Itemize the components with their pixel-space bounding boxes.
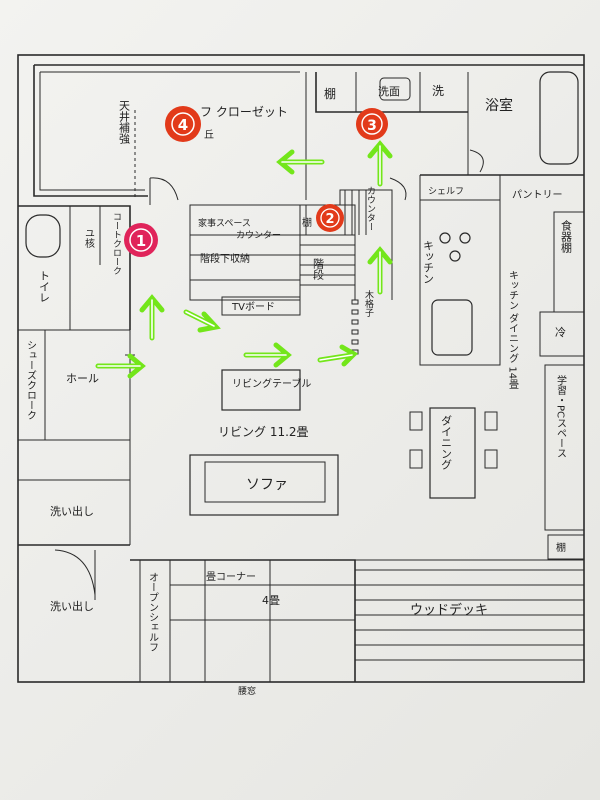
label-dining: ダイニング bbox=[440, 415, 453, 470]
label-chores: 家事スペース bbox=[198, 217, 251, 229]
label-kitchen: キッチン bbox=[422, 240, 435, 284]
label-wash-2: 洗い出し bbox=[50, 599, 94, 613]
label-shelf-kitchen: シェルフ bbox=[428, 187, 464, 197]
label-living-table: リビングテーブル bbox=[232, 377, 311, 390]
label-washbasin: 洗面 bbox=[378, 85, 400, 98]
arrow-up-washroom bbox=[367, 140, 393, 187]
label-tv: TVボード bbox=[231, 301, 275, 313]
label-hall: ホール bbox=[66, 372, 99, 385]
stairs-block bbox=[189, 189, 393, 316]
marker-3: 3 bbox=[356, 108, 388, 140]
label-lattice: 木格子 bbox=[363, 289, 374, 317]
label-chores-counter: カウンター bbox=[236, 230, 281, 241]
label-stairs: 階段 bbox=[312, 257, 325, 281]
label-note-kou: 丘 bbox=[204, 129, 214, 141]
route-arrows bbox=[95, 140, 393, 379]
label-coat: コートクローク bbox=[111, 212, 121, 275]
arrow-lattice-right bbox=[317, 344, 359, 367]
dining-table bbox=[409, 407, 498, 499]
label-wash-1: 洗い出し bbox=[50, 504, 94, 518]
label-window: 腰窓 bbox=[238, 685, 256, 697]
kitchen-block bbox=[419, 199, 585, 560]
label-sofa: ソファ bbox=[246, 477, 288, 493]
label-fridge: 冷 bbox=[555, 326, 566, 339]
marker-1: 1 bbox=[124, 223, 158, 257]
arrow-hall-right bbox=[95, 353, 146, 379]
label-study: 学習・PCスペース bbox=[555, 374, 567, 458]
label-tatami-corner: 畳コーナー bbox=[206, 571, 256, 583]
arrow-up-to-coat bbox=[139, 294, 165, 341]
left-rooms bbox=[18, 205, 135, 600]
label-bath: 浴室 bbox=[485, 97, 513, 114]
svg-text:2: 2 bbox=[325, 212, 334, 227]
label-kd: キッチン ダイニング 14畳 bbox=[507, 270, 519, 389]
label-under-stairs: 階段下収納 bbox=[200, 252, 250, 265]
label-dishes: 食器棚 bbox=[560, 219, 573, 254]
svg-text:3: 3 bbox=[367, 118, 377, 134]
svg-text:1: 1 bbox=[136, 232, 146, 250]
label-shelf-low: 棚 bbox=[556, 541, 566, 554]
label-counter: カウンター bbox=[365, 186, 376, 231]
bottom-rooms bbox=[130, 559, 584, 683]
label-shelf-mid: 棚 bbox=[302, 216, 312, 229]
label-wood-deck: ウッドデッキ bbox=[410, 602, 488, 618]
svg-text:4: 4 bbox=[178, 116, 188, 134]
label-laundry: 洗 bbox=[432, 84, 444, 98]
label-umbrella: ユ核 bbox=[83, 228, 95, 249]
bath-area bbox=[306, 64, 584, 201]
arrow-left-closet bbox=[276, 149, 325, 175]
arrow-diag-tv bbox=[183, 309, 221, 333]
label-living: リビング 11.2畳 bbox=[218, 425, 309, 439]
label-shelf-top: 棚 bbox=[324, 86, 336, 101]
label-open-shelf: オープンシェルフ bbox=[147, 572, 159, 652]
room-labels: フ クローゼット 天井補強 丘 棚 洗面 洗 浴室 カウンター シェルフ パント… bbox=[25, 84, 573, 697]
label-toilet: トイレ bbox=[38, 270, 51, 303]
label-pantry: パントリー bbox=[512, 189, 563, 201]
arrow-living-right bbox=[243, 342, 292, 368]
label-ceiling-note: 天井補強 bbox=[118, 100, 131, 145]
closet-area bbox=[33, 64, 307, 205]
marker-2: 2 bbox=[316, 204, 344, 232]
label-shoes: シューズクローク bbox=[25, 340, 37, 420]
living-furniture bbox=[189, 369, 339, 516]
arrow-up-stairs bbox=[367, 246, 393, 295]
marker-4: 4 bbox=[165, 106, 201, 142]
lattice bbox=[351, 299, 359, 355]
label-tatami: 4畳 bbox=[262, 594, 280, 607]
label-closet-top: フ クローゼット bbox=[200, 105, 288, 119]
